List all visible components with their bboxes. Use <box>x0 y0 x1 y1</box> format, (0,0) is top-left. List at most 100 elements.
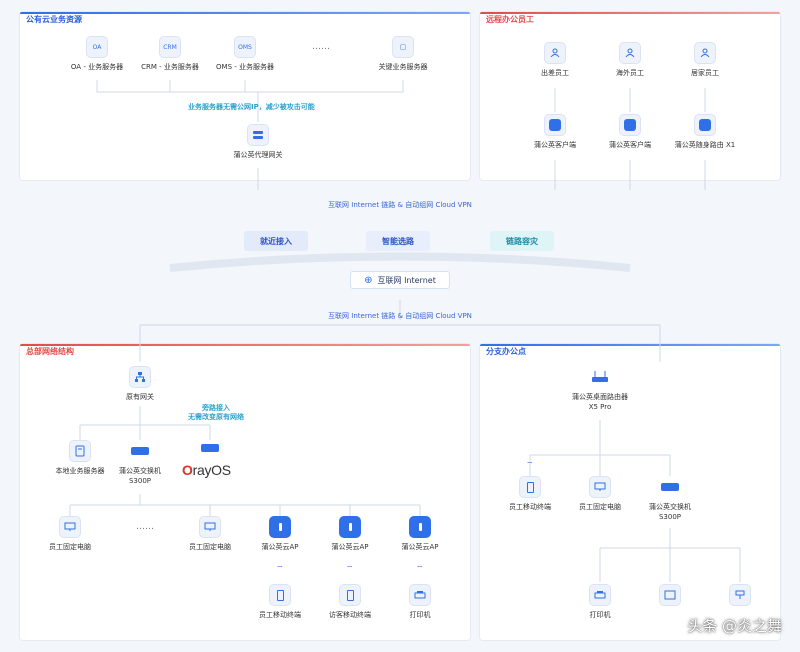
branch-pc-label: 员工固定电脑 <box>579 503 621 511</box>
branch-printer-label: 打印机 <box>589 611 611 619</box>
hq-printer-label: 打印机 <box>409 611 431 619</box>
remote-node-travel: 出差员工 <box>510 42 600 78</box>
remote-client-2-label: 蒲公英客户端 <box>609 141 651 149</box>
remote-node-home-label: 居家员工 <box>691 69 719 77</box>
watermark: 头条 @炎之舞 <box>687 617 782 635</box>
branch-router: 蒲公英桌面路由器 X5 Pro <box>555 366 645 412</box>
cloud-node-crm-label: CRM - 业务服务器 <box>141 63 199 71</box>
wifi-icon: ⌔ <box>416 564 424 573</box>
hq-pc-2-label: 员工固定电脑 <box>189 543 231 551</box>
link-text-bottom: 互联网 Internet 链路 & 自动组网 Cloud VPN <box>328 312 472 320</box>
orayos-logo-o: O <box>182 462 193 478</box>
hq-ap-3-label: 蒲公英云AP <box>401 543 439 551</box>
remote-node-overseas: 海外员工 <box>585 42 675 78</box>
hq-mobile-1: 员工移动终端 <box>235 584 325 620</box>
app-icon <box>619 114 641 136</box>
hq-switch-model: S300P <box>128 477 152 485</box>
hq-pc-1-label: 员工固定电脑 <box>49 543 91 551</box>
cloud-node-oa-label: OA - 业务服务器 <box>70 63 124 71</box>
internet-label: 互联网 Internet <box>377 275 436 285</box>
phone-icon <box>269 584 291 606</box>
orayos-logo: OrayOS <box>182 462 231 478</box>
hq-local-server: 本地业务服务器 <box>35 440 125 476</box>
switch-icon <box>129 440 151 462</box>
hq-panel-bar <box>20 344 470 346</box>
hq-printer: 打印机 <box>375 584 465 620</box>
hq-pc-1: 员工固定电脑 <box>25 516 115 552</box>
remote-router-x1: 蒲公英随身路由 X1 <box>660 114 750 150</box>
remote-node-home: 居家员工 <box>660 42 750 78</box>
cloud-panel-title: 公有云业务资源 <box>26 15 82 24</box>
remote-panel-bar <box>480 12 780 14</box>
hq-mobile-1-label: 员工移动终端 <box>259 611 301 619</box>
cloud-ellipsis: …… <box>312 42 330 52</box>
server-icon <box>69 440 91 462</box>
phone-icon <box>339 584 361 606</box>
internet-badge: ⊕ 互联网 Internet <box>350 271 450 289</box>
server-icon: ▢ <box>392 36 414 58</box>
switch-icon <box>659 476 681 498</box>
branch-mobile-label: 员工移动终端 <box>509 503 551 511</box>
wifi-icon: ⌔ <box>526 460 534 469</box>
hq-mobile-2: 访客移动终端 <box>305 584 395 620</box>
device-icon <box>659 584 681 606</box>
hq-gateway-label: 原有网关 <box>126 393 154 401</box>
wifi-icon: ⌔ <box>346 564 354 573</box>
branch-panel-title: 分支办公点 <box>486 347 526 356</box>
remote-client-2: 蒲公英客户端 <box>585 114 675 150</box>
remote-node-overseas-label: 海外员工 <box>616 69 644 77</box>
hq-local-server-label: 本地业务服务器 <box>55 467 105 475</box>
server-icon: OA <box>86 36 108 58</box>
printer-icon <box>409 584 431 606</box>
remote-panel: 远程办公员工 <box>480 12 780 180</box>
cloud-node-oa: OA OA - 业务服务器 <box>52 36 142 72</box>
hq-bypass-note: 旁路接入 无需改变原有网络 <box>188 404 244 422</box>
pill-smart-routing: 智能选路 <box>366 231 430 251</box>
hq-ap-2: 蒲公英云AP <box>305 516 395 552</box>
gateway-icon <box>247 124 269 146</box>
cloud-node-key-label: 关键业务服务器 <box>378 63 428 71</box>
hq-panel: 总部网络结构 <box>20 344 470 640</box>
router-icon <box>589 366 611 388</box>
pill-nearby-access: 就近接入 <box>244 231 308 251</box>
access-point-icon <box>409 516 431 538</box>
monitor-icon <box>199 516 221 538</box>
user-icon <box>694 42 716 64</box>
globe-icon: ⊕ <box>364 274 373 286</box>
camera-icon <box>729 584 751 606</box>
hq-bypass-device-icon <box>201 444 219 452</box>
remote-client-1-label: 蒲公英客户端 <box>534 141 576 149</box>
cloud-note: 业务服务器无需公网IP，减少被攻击可能 <box>188 103 315 111</box>
cloud-panel-bar <box>20 12 470 14</box>
monitor-icon <box>589 476 611 498</box>
monitor-icon <box>59 516 81 538</box>
hq-note-line2: 无需改变原有网络 <box>188 413 244 421</box>
hq-ap-3: 蒲公英云AP <box>375 516 465 552</box>
branch-router-model: X5 Pro <box>588 403 612 411</box>
branch-switch: 蒲公英交换机 S300P <box>625 476 715 522</box>
network-icon <box>129 366 151 388</box>
branch-device-2 <box>625 584 715 610</box>
hq-ap-1: 蒲公英云AP <box>235 516 325 552</box>
hq-pc-2: 员工固定电脑 <box>165 516 255 552</box>
server-icon: OMS <box>234 36 256 58</box>
pill-link-failover: 链路容灾 <box>490 231 554 251</box>
phone-icon <box>519 476 541 498</box>
branch-panel-bar <box>480 344 780 346</box>
app-icon <box>544 114 566 136</box>
user-icon <box>619 42 641 64</box>
remote-router-x1-label: 蒲公英随身路由 X1 <box>674 141 736 149</box>
printer-icon <box>589 584 611 606</box>
hq-ellipsis: …… <box>136 522 154 532</box>
access-point-icon <box>339 516 361 538</box>
router-icon <box>694 114 716 136</box>
hq-gateway: 原有网关 <box>95 366 185 402</box>
hq-panel-title: 总部网络结构 <box>26 347 74 356</box>
orayos-logo-text: rayOS <box>192 462 231 478</box>
user-icon <box>544 42 566 64</box>
wifi-icon: ⌔ <box>276 564 284 573</box>
hq-note-line1: 旁路接入 <box>202 404 230 412</box>
hq-switch: 蒲公英交换机 S300P <box>95 440 185 486</box>
cloud-gateway: 蒲公英代理网关 <box>213 124 303 160</box>
branch-router-label: 蒲公英桌面路由器 <box>572 393 628 401</box>
